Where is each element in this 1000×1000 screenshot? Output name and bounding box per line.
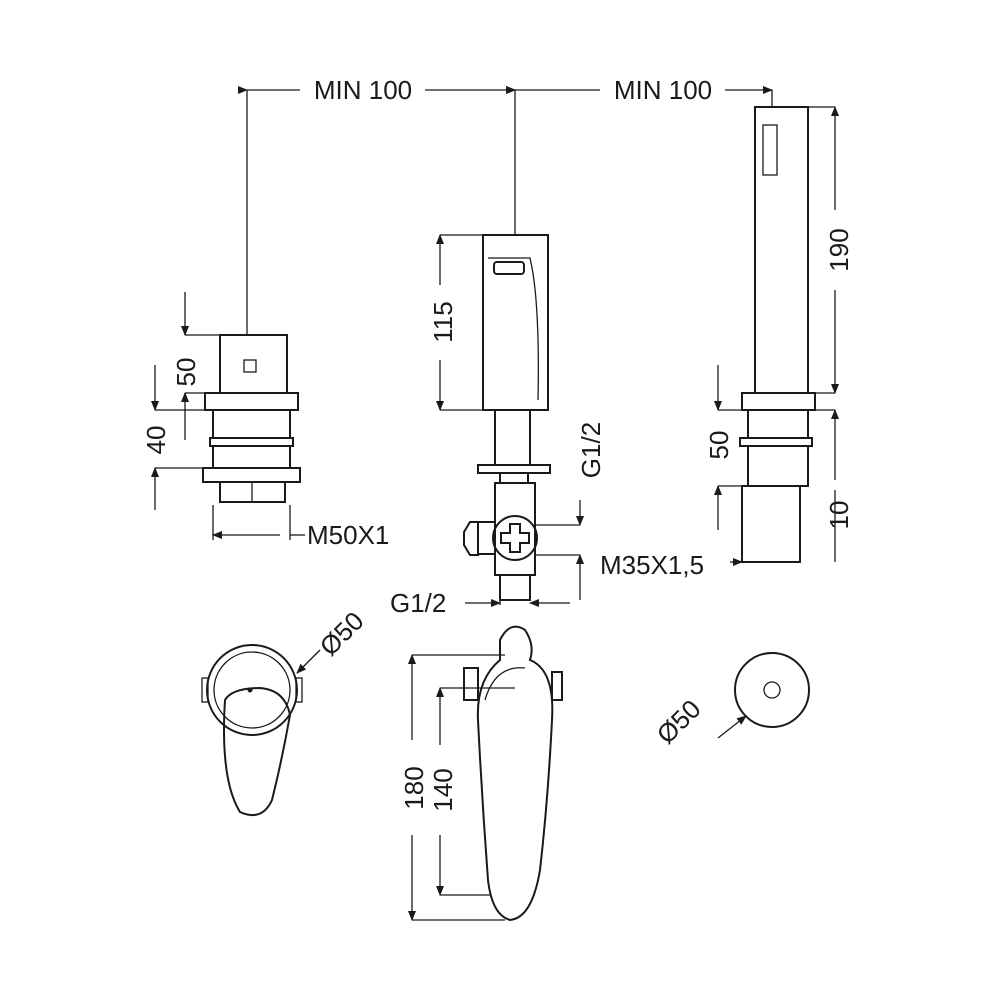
left-thread-label: M50X1 [307,520,389,550]
min-distance-right-label: MIN 100 [614,75,712,105]
left-mixer-side-view: 50 40 M50X1 [141,292,389,550]
right-diameter-label: Ø50 [651,694,707,750]
spout-side-view: 115 G1/2 G1/2 [390,234,606,618]
top-dimensions: MIN 100 MIN 100 [238,75,773,335]
spout-height-label: 115 [428,301,458,342]
lever-height-180-label: 180 [399,766,429,809]
left-height-50-label: 50 [171,358,201,387]
valve-inlet-bottom-label: G1/2 [390,588,446,618]
valve-inlet-top-label: G1/2 [576,422,606,478]
hand-shower-side-view: 190 10 50 M35X1,5 [600,106,854,580]
shower-height-190-label: 190 [824,228,854,271]
shower-height-10-label: 10 [824,501,854,530]
lever-side-view: 180 140 [399,625,563,922]
shower-thread-label: M35X1,5 [600,550,704,580]
min-distance-left-label: MIN 100 [314,75,412,105]
left-mixer-top-view: Ø50 [201,606,370,816]
left-height-40-label: 40 [141,426,171,455]
lever-height-140-label: 140 [428,768,458,811]
hand-shower-top-view: Ø50 [651,652,810,750]
shower-height-50-label: 50 [704,431,734,460]
left-diameter-label: Ø50 [314,606,370,662]
